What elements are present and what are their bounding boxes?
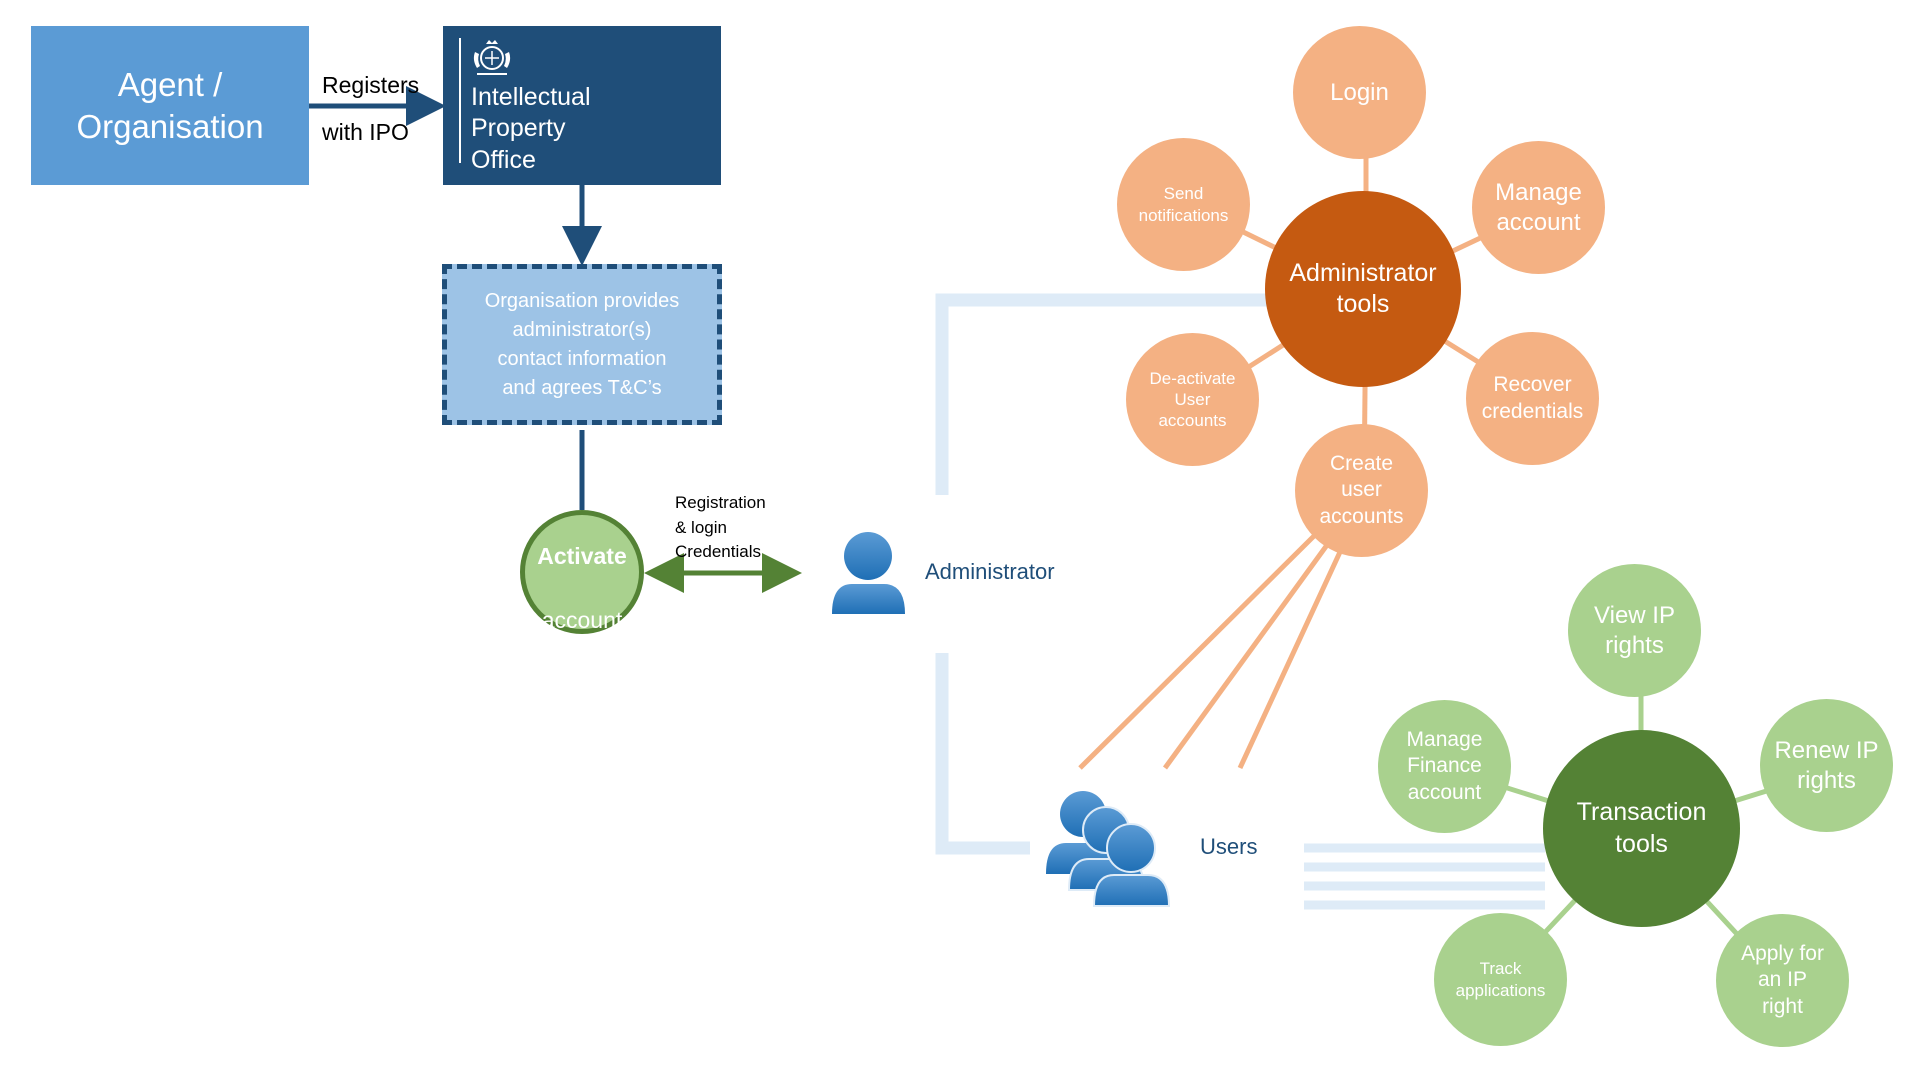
deactivate-accounts-node: De-activate User accounts xyxy=(1126,333,1259,466)
connector-administrator-to-admin-tools xyxy=(935,293,1275,495)
royal-crest-icon xyxy=(473,40,511,75)
users-group-icon xyxy=(1046,791,1171,907)
recover-credentials-node: Recover credentials xyxy=(1466,332,1599,465)
administrator-tools-hub: Administrator tools xyxy=(1265,191,1461,387)
track-applications-node: Track applications xyxy=(1434,913,1567,1046)
users-label: Users xyxy=(1200,834,1258,859)
login-node: Login xyxy=(1293,26,1426,159)
transaction-tools-hub: Transaction tools xyxy=(1543,730,1740,927)
create-accounts-label: Create user accounts xyxy=(1319,452,1404,528)
administrator-tools-label: Administrator tools xyxy=(1289,258,1437,318)
activate-label: Activate xyxy=(537,542,627,569)
apply-right-label: Apply for an IP right xyxy=(1741,942,1824,1018)
create-accounts-node: Create user accounts xyxy=(1295,424,1428,557)
agent-organisation-box: Agent / Organisation xyxy=(31,26,309,185)
manage-finance-label: Manage Finance account xyxy=(1406,728,1483,804)
deactivate-accounts-label: De-activate User accounts xyxy=(1149,368,1236,431)
login-label: Login xyxy=(1330,78,1389,106)
manage-account-node: Manage account xyxy=(1472,141,1605,274)
manage-account-label: Manage account xyxy=(1495,178,1582,236)
ipo-box: Intellectual Property Office xyxy=(443,26,721,185)
ipo-name: Intellectual Property Office xyxy=(471,83,591,174)
agent-organisation-label: Agent / Organisation xyxy=(76,66,264,145)
administrator-person-icon xyxy=(832,532,905,614)
registers-label: Registers with IPO xyxy=(322,72,420,146)
connector-create-accounts-to-users xyxy=(1078,533,1343,770)
view-rights-node: View IP rights xyxy=(1568,564,1701,697)
organisation-provides-label: Organisation provides administrator(s) c… xyxy=(484,289,680,399)
transaction-tools-label: Transaction tools xyxy=(1576,798,1707,858)
manage-finance-node: Manage Finance account xyxy=(1378,700,1511,833)
recover-credentials-label: Recover credentials xyxy=(1481,373,1584,423)
credentials-label: Registration & login Credentials xyxy=(675,493,766,562)
activate-account-node: Activate account xyxy=(520,510,644,634)
ipo-divider xyxy=(459,38,461,163)
track-applications-label: Track applications xyxy=(1455,959,1546,1000)
connector-administrator-to-users xyxy=(935,653,1030,855)
renew-rights-label: Renew IP rights xyxy=(1774,736,1879,794)
apply-right-node: Apply for an IP right xyxy=(1716,914,1849,1047)
account-label: account xyxy=(541,607,623,634)
connector-users-to-transaction-tools xyxy=(1304,843,1545,910)
send-notifications-label: Send notifications xyxy=(1138,184,1229,225)
administrator-label: Administrator xyxy=(925,559,1055,584)
renew-rights-node: Renew IP rights xyxy=(1760,699,1893,832)
view-rights-label: View IP rights xyxy=(1594,601,1675,659)
send-notifications-node: Send notifications xyxy=(1117,138,1250,271)
organisation-provides-box: Organisation provides administrator(s) c… xyxy=(442,264,722,425)
